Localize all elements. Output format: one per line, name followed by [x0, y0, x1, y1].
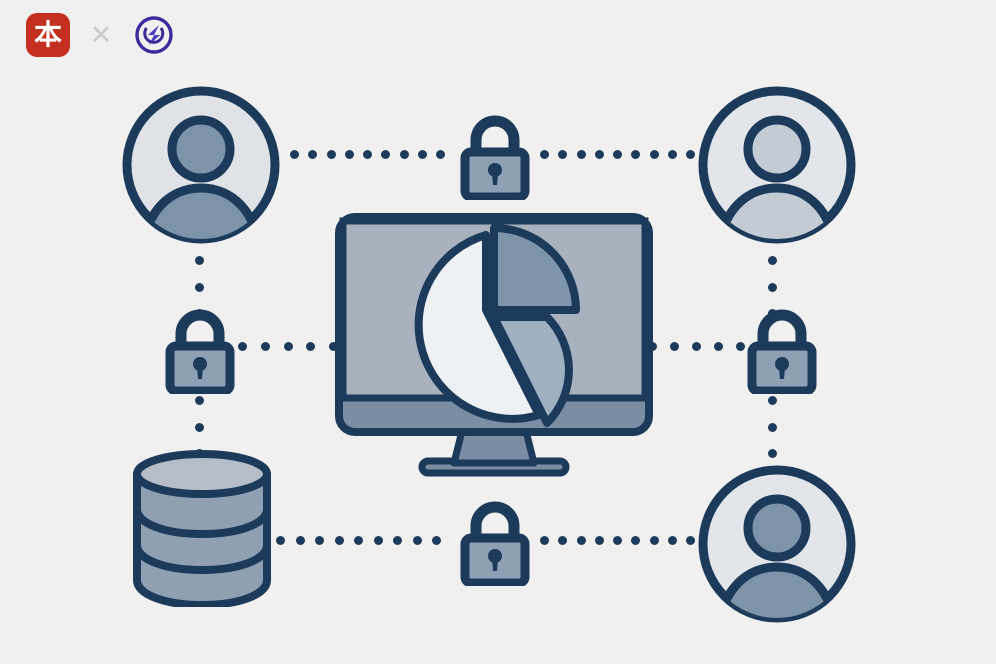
monitor-node[interactable] [334, 212, 654, 485]
connector-dot [195, 256, 204, 265]
user-node-bottom-right[interactable] [694, 461, 860, 632]
connector-dot [613, 150, 622, 159]
connector-dot [326, 150, 336, 159]
database-icon [133, 450, 271, 609]
link-left-center-segment [238, 342, 338, 351]
connector-dot [768, 256, 777, 265]
lock-icon [747, 309, 817, 396]
link-bottom-left-segment [276, 536, 441, 545]
connector-dot [576, 536, 586, 545]
connector-dot [195, 396, 204, 405]
link-top-left-segment [290, 150, 445, 159]
lock-top[interactable] [456, 112, 534, 205]
connector-dot [363, 150, 372, 159]
lock-icon [460, 501, 530, 588]
user-avatar-icon [698, 465, 856, 623]
connector-dot [768, 449, 777, 458]
user-avatar-icon [698, 86, 856, 244]
benchmark-logo-glyph: 本 [33, 18, 62, 51]
connector-dot [613, 536, 622, 545]
connector-dot [667, 150, 677, 159]
link-right-center-segment [648, 342, 745, 351]
connector-dot [576, 150, 586, 159]
partner-logo-icon [132, 13, 176, 57]
connector-dot [334, 536, 344, 545]
connector-dot [558, 150, 568, 159]
lock-icon [460, 115, 530, 202]
connector-dot [354, 536, 363, 545]
connector-dot [649, 150, 659, 159]
connector-dot [670, 342, 679, 351]
connector-dot [295, 536, 305, 545]
connector-dot [736, 342, 745, 351]
connector-dot [631, 536, 641, 545]
link-top-right-segment [540, 150, 695, 159]
connector-dot [558, 536, 568, 545]
connector-dot [631, 150, 641, 159]
connector-dot [308, 150, 318, 159]
connector-dot [768, 422, 777, 432]
lock-icon [165, 309, 235, 396]
connector-dot [594, 150, 604, 159]
link-right-lower-segment [768, 396, 777, 458]
connector-dot [306, 342, 316, 351]
user-node-top-right[interactable] [694, 82, 860, 253]
connector-dot [412, 536, 422, 545]
connector-dot [315, 536, 324, 545]
logo-strip: 本 ✕ [26, 13, 176, 57]
lock-left[interactable] [161, 306, 239, 399]
connector-dot [283, 342, 293, 351]
connector-dot [540, 150, 549, 159]
connector-dot [686, 150, 695, 159]
connector-dot [768, 282, 777, 292]
user-avatar-icon [122, 86, 280, 244]
connector-dot [344, 150, 354, 159]
connector-dot [667, 536, 677, 545]
connector-dot [692, 342, 701, 351]
connector-dot [686, 536, 695, 545]
collaboration-x-glyph: ✕ [89, 19, 113, 50]
connector-dot [714, 342, 723, 351]
connector-dot [417, 150, 427, 159]
connector-dot [195, 282, 204, 292]
benchmark-logo-icon: 本 [26, 13, 70, 57]
database-node[interactable] [127, 447, 277, 612]
connector-dot [381, 150, 391, 159]
connector-dot [373, 536, 383, 545]
connector-dot [195, 422, 204, 432]
partner-logo-svg [135, 16, 173, 54]
pie-chart [414, 224, 580, 427]
lock-bottom[interactable] [456, 498, 534, 591]
connector-dot [768, 396, 777, 405]
connector-dot [436, 150, 445, 159]
connector-dot [290, 150, 299, 159]
connector-dot [432, 536, 441, 545]
connector-dot [649, 536, 659, 545]
lock-right[interactable] [743, 306, 821, 399]
monitor-dashboard-icon [335, 213, 653, 477]
connector-dot [540, 536, 549, 545]
connector-dot [276, 536, 285, 545]
user-node-top-left[interactable] [118, 82, 284, 253]
connector-dot [238, 342, 247, 351]
close-icon: ✕ [86, 13, 116, 57]
connector-dot [393, 536, 402, 545]
connector-dot [260, 342, 270, 351]
connector-dot [329, 342, 338, 351]
link-bottom-right-segment [540, 536, 695, 545]
connector-dot [399, 150, 409, 159]
connector-dot [594, 536, 604, 545]
